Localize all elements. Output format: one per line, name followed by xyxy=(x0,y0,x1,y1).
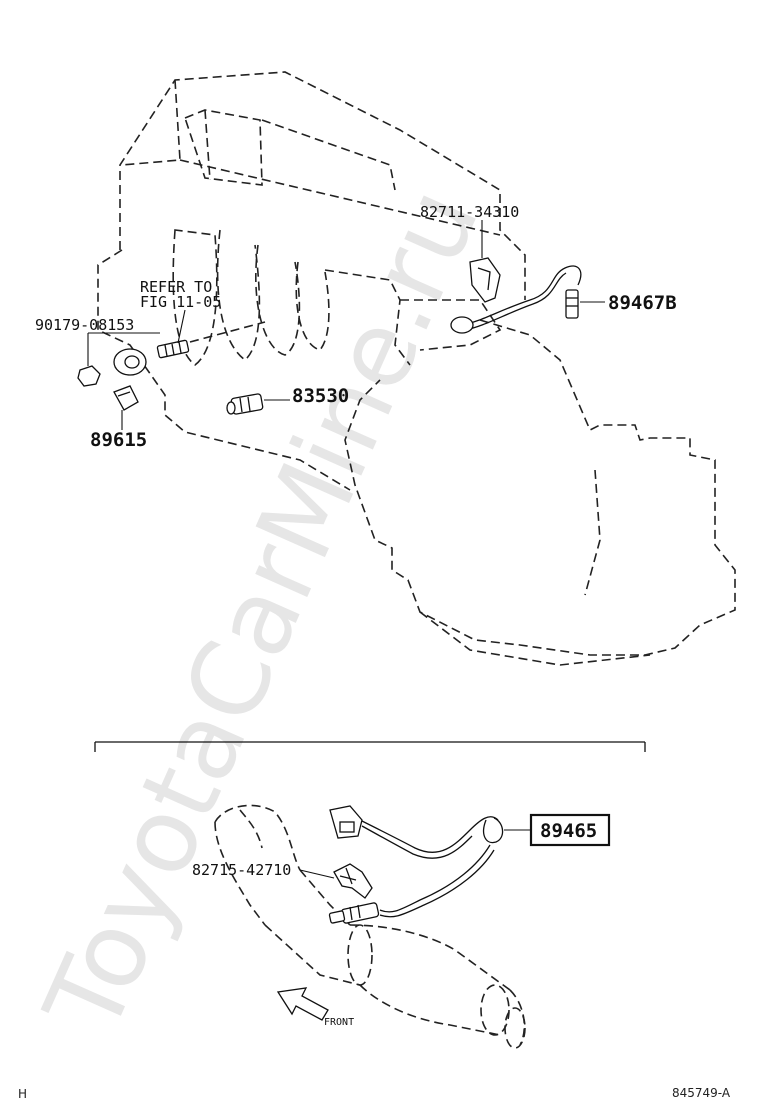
refer-to-line2: FIG 11-05 xyxy=(140,293,221,311)
knock-sensor-bolt xyxy=(156,321,266,359)
part-number-89615: 89615 xyxy=(90,429,147,451)
exhaust-pipe-outline xyxy=(214,804,526,1049)
part-number-82711-34310: 82711-34310 xyxy=(420,203,519,221)
part-number-90179-08153: 90179-08153 xyxy=(35,316,134,334)
wire-clamp-82711 xyxy=(469,257,501,303)
footer-left-mark: H xyxy=(18,1087,27,1101)
sensor-83530 xyxy=(226,393,264,415)
part-number-89467b: 89467B xyxy=(608,292,677,314)
part-number-89465: 89465 xyxy=(540,820,597,842)
refer-to-line1: REFER TO xyxy=(140,278,212,296)
part-number-82715-42710: 82715-42710 xyxy=(192,861,291,879)
engine-outline xyxy=(97,71,736,666)
section-separator xyxy=(94,741,646,752)
nut-90179 xyxy=(77,365,101,387)
oxygen-sensor-89465 xyxy=(328,805,504,924)
leader-refer xyxy=(177,309,186,344)
part-number-83530: 83530 xyxy=(292,385,349,407)
knock-sensor-body xyxy=(113,348,147,376)
connector-89615 xyxy=(113,385,139,411)
watermark-text: ToyotaCarMine.ru xyxy=(21,171,502,1052)
oxygen-sensor-89467b xyxy=(450,265,582,334)
leader-82715 xyxy=(299,869,335,879)
front-direction-arrow xyxy=(276,987,329,1021)
front-label: FRONT xyxy=(324,1017,354,1028)
diagram-code: 845749-A xyxy=(672,1086,731,1100)
part-number-89465-box xyxy=(529,813,611,847)
wire-clamp-82715 xyxy=(333,863,373,899)
